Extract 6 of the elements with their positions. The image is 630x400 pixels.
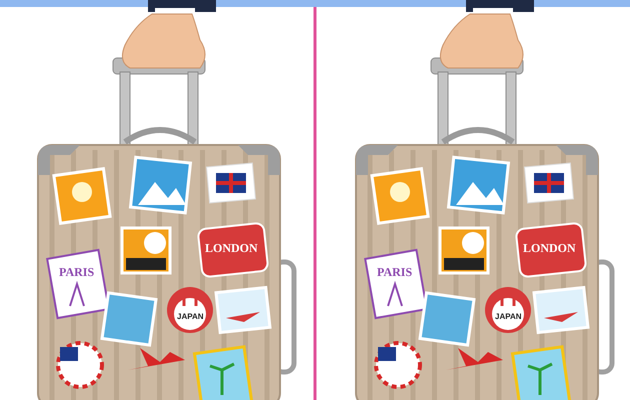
sticker-label: PARIS (59, 266, 94, 278)
sticker-label: LONDON (205, 242, 258, 254)
sticker-label: LONDON (523, 242, 576, 254)
sticker-label: PARIS (377, 266, 412, 278)
sticker-label: JAPAN (495, 313, 522, 321)
sticker-label: JAPAN (177, 313, 204, 321)
